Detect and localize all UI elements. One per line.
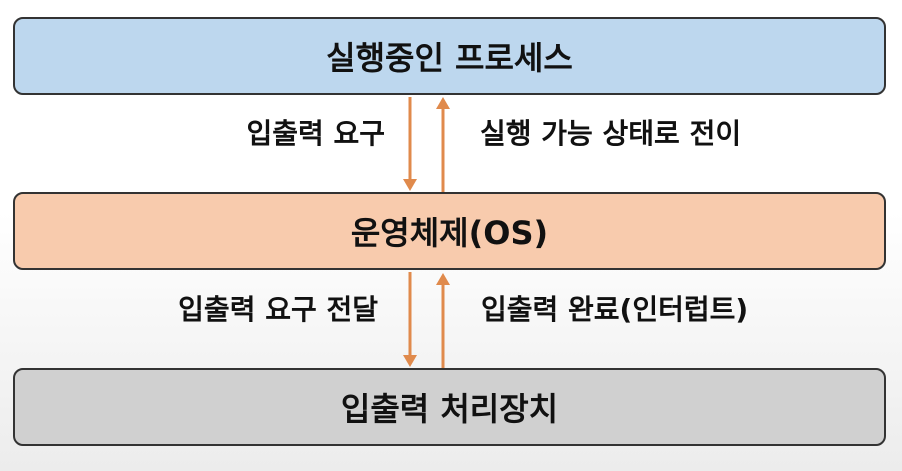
io-request-label: 입출력 요구 (246, 117, 385, 150)
io-device-box-label: 입출력 처리장치 (340, 390, 559, 428)
io-request-forward-label: 입출력 요구 전달 (178, 293, 378, 326)
arrow-transition-ready-head (436, 97, 450, 109)
arrow-io-complete-head (436, 273, 450, 285)
io-device-box: 입출력 처리장치 (13, 368, 886, 446)
process-box: 실행중인 프로세스 (13, 17, 886, 95)
process-box-label: 실행중인 프로세스 (326, 39, 573, 77)
os-box: 운영체제(OS) (13, 192, 886, 270)
arrow-io-request-head (403, 179, 417, 191)
arrow-io-forward-head (403, 355, 417, 367)
os-box-label: 운영체제(OS) (350, 214, 549, 252)
io-complete-label: 입출력 완료(인터럽트) (481, 293, 749, 326)
transition-ready-label: 실행 가능 상태로 전이 (480, 117, 742, 150)
